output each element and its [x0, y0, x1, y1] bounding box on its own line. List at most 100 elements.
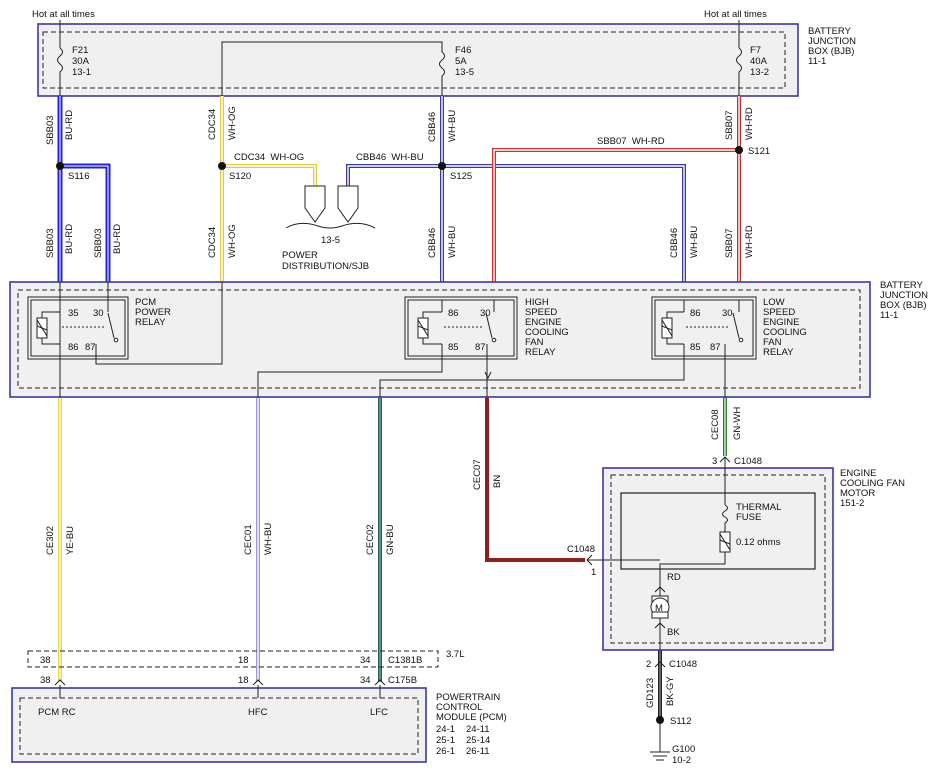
pcm-label: POWERTRAIN: [436, 692, 500, 703]
motor-label: 151-2: [840, 498, 864, 509]
wire-label: WH-RD: [744, 107, 755, 140]
wire-label: WH-OG: [227, 106, 238, 140]
pin-label: 34: [360, 675, 371, 686]
splice-s116: [56, 162, 64, 170]
low-speed-relay: [651, 296, 757, 360]
relay-pin: 85: [448, 342, 459, 353]
pcm-pin-label: HFC: [248, 707, 268, 718]
fuse-label: F7: [750, 45, 761, 56]
relay-pin: 30: [722, 308, 733, 319]
wire-label: CDC34: [207, 227, 218, 258]
wire-label: BK: [667, 627, 680, 638]
wire-label: SBB07 WH-RD: [597, 136, 665, 147]
wire-label: RD: [667, 572, 681, 583]
bjb-mid-label: 11-1: [880, 310, 898, 321]
splice-label: S120: [229, 171, 251, 182]
pin-label: 3: [712, 456, 717, 467]
relay-label: RELAY: [525, 347, 556, 358]
fuse-label: F21: [72, 45, 88, 56]
bjb-mid-label: BOX (BJB): [880, 300, 926, 311]
wire-label: BU-RD: [64, 224, 75, 254]
high-speed-relay: [404, 296, 518, 360]
splice-label: S121: [748, 146, 770, 157]
pcm-power-relay: [27, 296, 129, 360]
fuse-label: THERMAL: [736, 502, 781, 513]
wire-label: CEC02: [365, 524, 376, 555]
hot-right: Hot at all times: [704, 9, 767, 20]
relay-label: SPEED: [763, 307, 795, 318]
thermal-fuse-icon: [722, 504, 728, 532]
wire-label: WH-RD: [744, 225, 755, 258]
power-dist-ref: 13-5: [321, 235, 340, 246]
pcm-ref: 24-1: [436, 724, 455, 735]
pcm-ref: 25-1: [436, 735, 455, 746]
relay-label: PCM: [135, 297, 156, 308]
pin-label: 34: [360, 655, 371, 666]
fuse-f46-icon: [221, 41, 445, 96]
pin-label: 38: [40, 655, 51, 666]
wire-label: WH-OG: [227, 224, 238, 258]
wire-label: GD123: [645, 678, 656, 708]
pin-label: 18: [238, 675, 249, 686]
relay-label: FAN: [763, 337, 782, 348]
relay-label: COOLING: [525, 327, 569, 338]
pin-label: 18: [238, 655, 249, 666]
wire-bn: [485, 398, 585, 562]
wire-label: CDC34: [207, 109, 218, 140]
wire-label: CE302: [45, 526, 56, 555]
connector-label: C1048: [734, 456, 762, 467]
motor-label: MOTOR: [840, 488, 875, 499]
pcm-ref: 26-11: [466, 746, 490, 757]
relay-pin: 85: [690, 342, 701, 353]
wire-label: GN-BU: [385, 524, 396, 555]
relay-label: HIGH: [525, 297, 549, 308]
wire-label: SBB03: [93, 228, 104, 258]
motor-label: COOLING FAN: [840, 478, 905, 489]
wire-wh-og: [220, 96, 317, 282]
wire-bu-rd: [57, 96, 111, 282]
wire-label: SBB03: [45, 228, 56, 258]
ground-label: 10-2: [672, 755, 691, 766]
relay-pin: 30: [480, 308, 491, 319]
bjb-top-box: [37, 23, 799, 97]
motor-icon: M: [650, 590, 670, 650]
pcm-pin-label: LFC: [370, 707, 388, 718]
connector-c1048-pin2-icon: [654, 661, 666, 668]
relay-label: POWER: [135, 307, 171, 318]
svg-text:M: M: [655, 603, 663, 614]
relay-label: ENGINE: [763, 317, 799, 328]
connector-label: C1048: [567, 544, 595, 555]
pin-label: 1: [591, 567, 596, 578]
splice-s121: [735, 146, 743, 154]
wire-label: YE-BU: [65, 526, 76, 555]
ohms-label: 0.12 ohms: [736, 537, 781, 548]
wire-label: WH-BU: [447, 226, 458, 258]
wire-label: BU-RD: [112, 224, 123, 254]
wire-label: WH-BU: [689, 226, 700, 258]
wire-wh-rd: [492, 96, 741, 300]
connector-c1381b: [27, 650, 439, 668]
bjb-top-label: JUNCTION: [808, 36, 856, 47]
pin-label: 2: [646, 659, 651, 670]
ground-label: G100: [672, 744, 695, 755]
wire-wh-bu: [346, 96, 686, 300]
wire-label: BN: [492, 475, 503, 488]
splice-s112: [656, 716, 664, 724]
wire-label: CEC01: [243, 524, 254, 555]
pcm-box: [11, 687, 427, 763]
pcm-ref: 25-14: [466, 735, 490, 746]
wire-label: CEC07: [472, 459, 483, 490]
wire-label: BK-GY: [665, 676, 676, 706]
wire-label: CBB46: [669, 228, 680, 258]
wire-label: SBB07: [724, 228, 735, 258]
pcm-label: CONTROL: [436, 702, 482, 713]
bjb-mid-label: BATTERY: [880, 280, 924, 291]
bjb-top-label: BATTERY: [808, 26, 852, 37]
wire-label: WH-BU: [447, 110, 458, 142]
bjb-top-label: 11-1: [808, 56, 826, 67]
relay-label: FAN: [525, 337, 544, 348]
motor-label: ENGINE: [840, 468, 876, 479]
bjb-top-label: BOX (BJB): [808, 46, 854, 57]
splice-label: S112: [670, 716, 691, 727]
